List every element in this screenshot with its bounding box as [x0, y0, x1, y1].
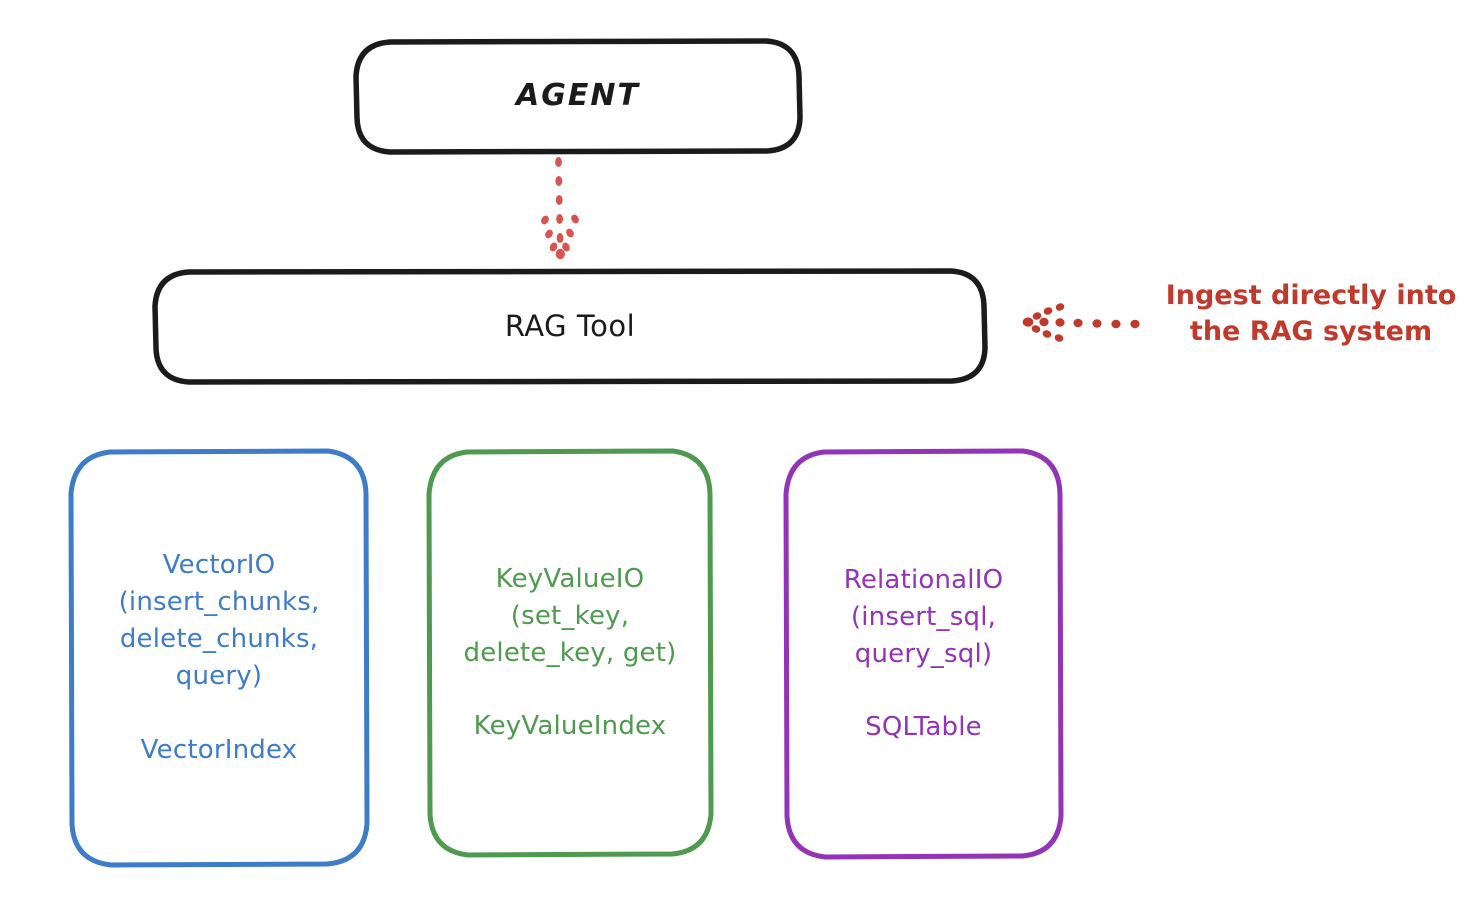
node-relational-io-label: RelationalIO (insert_sql, query_sql) SQL…: [843, 564, 1004, 743]
node-key-value-io-label: KeyValueIO (set_key, delete_key, get) Ke…: [463, 563, 677, 742]
node-relational-io[interactable]: RelationalIO (insert_sql, query_sql) SQL…: [783, 448, 1064, 860]
connector-agent-to-rag-tool: [541, 157, 579, 260]
node-rag-tool[interactable]: RAG Tool: [152, 268, 988, 385]
node-agent[interactable]: AGENT: [353, 38, 803, 155]
node-vector-io-label: VectorIO (insert_chunks, delete_chunks, …: [118, 550, 320, 765]
node-key-value-io[interactable]: KeyValueIO (set_key, delete_key, get) Ke…: [426, 448, 714, 858]
annotation-ingest-note: Ingest directly into the RAG system: [1165, 280, 1457, 347]
connector-ingest-note-to-rag-tool: [1022, 303, 1140, 342]
node-vector-io[interactable]: VectorIO (insert_chunks, delete_chunks, …: [68, 448, 370, 868]
node-rag-tool-label: RAG Tool: [504, 308, 636, 343]
node-agent-label: AGENT: [516, 78, 640, 114]
